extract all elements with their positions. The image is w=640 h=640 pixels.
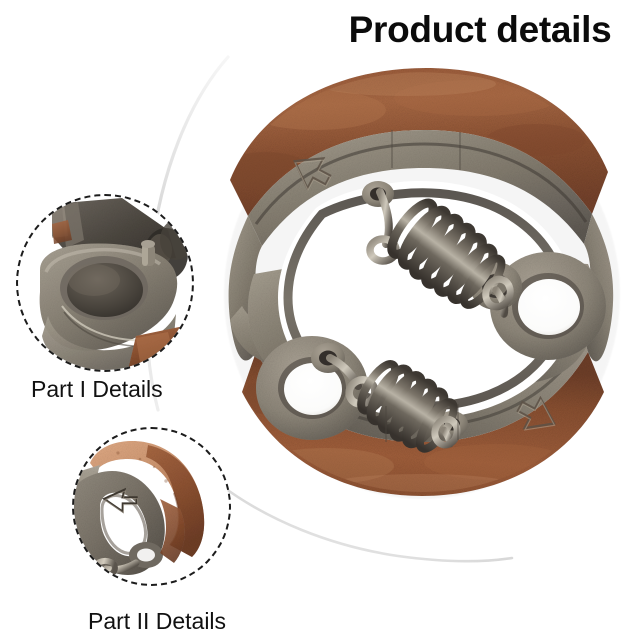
detail-inset-part-1 bbox=[18, 196, 192, 370]
arrow-mark-inset bbox=[102, 487, 139, 514]
arrow-mark-top-left bbox=[293, 157, 332, 192]
coil-spring-lower bbox=[326, 354, 461, 453]
mounting-hole-right bbox=[490, 252, 606, 360]
caption-part-2: Part II Details bbox=[88, 608, 227, 634]
page-title: Product details bbox=[348, 9, 612, 50]
arrow-mark-bottom-right bbox=[516, 395, 556, 431]
coil-spring-upper bbox=[366, 188, 514, 318]
main-product-image bbox=[196, 58, 640, 508]
caption-part-1: Part I Details bbox=[31, 376, 163, 402]
retaining-pin bbox=[141, 240, 155, 266]
cast-seam-lines bbox=[385, 130, 461, 442]
detail-inset-part-2 bbox=[74, 429, 229, 584]
friction-shoe-top bbox=[230, 68, 608, 246]
